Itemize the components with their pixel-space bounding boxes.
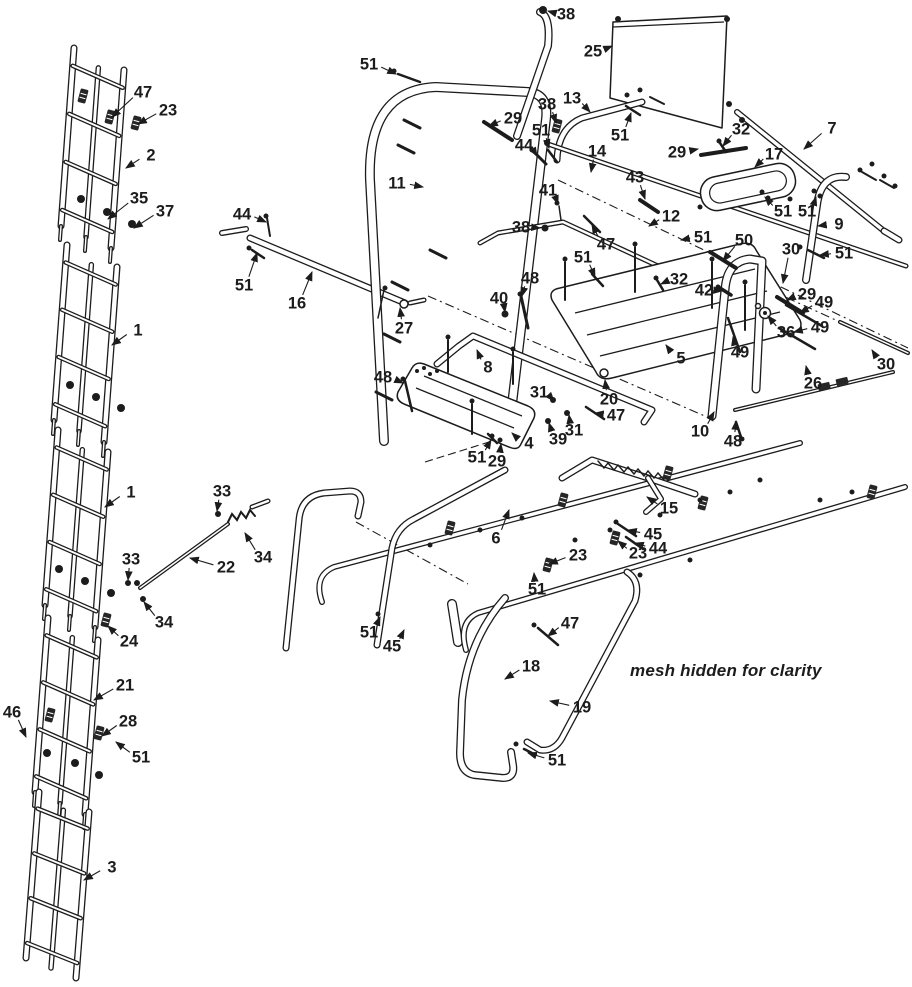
callout-49: 49: [815, 294, 833, 312]
callout-17: 17: [765, 146, 783, 164]
callout-48: 48: [724, 433, 742, 451]
callout-43: 43: [626, 169, 644, 187]
note-mesh-hidden: mesh hidden for clarity: [630, 661, 822, 680]
callout-30: 30: [877, 356, 895, 374]
callout-51: 51: [132, 749, 150, 767]
callout-23: 23: [569, 547, 587, 565]
callout-51: 51: [528, 581, 546, 599]
callout-42: 42: [695, 282, 713, 300]
callout-51: 51: [360, 56, 378, 74]
callout-45: 45: [644, 526, 662, 544]
callout-47: 47: [134, 84, 152, 102]
callout-39: 39: [549, 431, 567, 449]
callout-40: 40: [490, 290, 508, 308]
callout-27: 27: [395, 320, 413, 338]
callout-51: 51: [235, 277, 253, 295]
callout-49: 49: [731, 344, 749, 362]
callout-3: 3: [107, 859, 116, 877]
callout-29: 29: [488, 453, 506, 471]
callout-51: 51: [574, 249, 592, 267]
callout-9: 9: [834, 216, 843, 234]
callout-8: 8: [483, 359, 492, 377]
callout-32: 32: [732, 121, 750, 139]
callout-4: 4: [524, 435, 534, 453]
callout-51: 51: [468, 448, 487, 467]
callout-20: 20: [600, 391, 618, 409]
callout-51: 51: [360, 624, 378, 642]
callout-51: 51: [532, 122, 550, 140]
callout-51: 51: [798, 203, 816, 221]
callout-15: 15: [660, 500, 678, 518]
callout-49: 49: [811, 319, 829, 337]
callout-6: 6: [491, 530, 500, 548]
callout-41: 41: [539, 182, 557, 200]
callout-35: 35: [130, 190, 148, 208]
callout-28: 28: [119, 713, 137, 731]
callout-38: 38: [512, 219, 530, 237]
callout-46: 46: [3, 704, 21, 722]
callout-29: 29: [668, 144, 686, 162]
callout-1: 1: [133, 322, 142, 340]
callout-25: 25: [584, 43, 602, 61]
callout-34: 34: [254, 549, 273, 567]
callout-44: 44: [233, 206, 252, 224]
callout-50: 50: [735, 232, 753, 250]
callout-14: 14: [588, 143, 607, 161]
callout-32: 32: [670, 271, 688, 289]
callout-47: 47: [597, 236, 615, 254]
callout-38: 38: [538, 96, 556, 114]
callout-44: 44: [649, 540, 668, 558]
callout-38: 38: [557, 6, 575, 24]
callout-33: 33: [122, 551, 140, 569]
callout-44: 44: [515, 137, 534, 155]
callout-30: 30: [782, 241, 800, 259]
callout-22: 22: [217, 559, 235, 577]
callout-1: 1: [126, 484, 135, 502]
callout-29: 29: [504, 110, 522, 128]
callout-31: 31: [565, 422, 583, 440]
callout-33: 33: [213, 483, 231, 501]
callout-7: 7: [827, 120, 836, 138]
callout-16: 16: [288, 295, 306, 313]
callout-12: 12: [662, 208, 680, 226]
callout-47: 47: [607, 407, 625, 425]
callout-51: 51: [611, 127, 629, 145]
callout-2: 2: [146, 147, 155, 165]
callout-51: 51: [835, 245, 853, 263]
callout-13: 13: [563, 90, 581, 108]
callout-18: 18: [522, 658, 540, 676]
callout-51: 51: [774, 203, 792, 221]
callout-26: 26: [804, 375, 822, 393]
callout-45: 45: [383, 638, 401, 656]
callout-48: 48: [374, 369, 392, 387]
callout-5: 5: [676, 350, 685, 368]
callout-29: 29: [798, 286, 816, 304]
callout-36: 36: [777, 324, 795, 342]
callout-51: 51: [694, 229, 712, 247]
callout-37: 37: [156, 203, 174, 221]
callout-34: 34: [155, 614, 174, 632]
callout-47: 47: [561, 615, 579, 633]
callout-31: 31: [530, 384, 548, 402]
callout-24: 24: [120, 633, 139, 651]
callout-10: 10: [691, 423, 709, 441]
callout-19: 19: [573, 699, 591, 717]
callout-11: 11: [388, 175, 405, 193]
callout-23: 23: [159, 102, 177, 120]
callout-51: 51: [548, 752, 566, 770]
callout-21: 21: [116, 677, 134, 695]
callout-23: 23: [629, 545, 647, 563]
callout-48: 48: [521, 270, 539, 288]
